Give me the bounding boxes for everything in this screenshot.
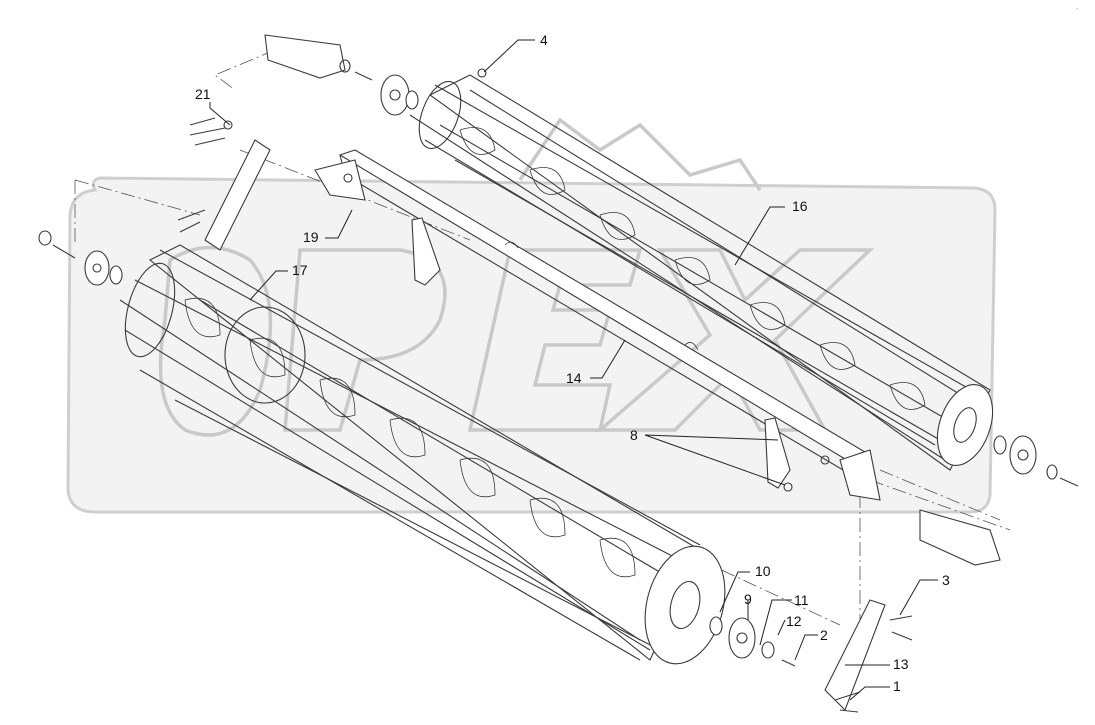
top-mount-plate [264,34,346,79]
callout-19: 19 [303,229,319,245]
callout-9: 9 [744,591,752,607]
callout-12: 12 [786,613,802,629]
opex-watermark [66,117,997,514]
callout-14: 14 [566,370,582,386]
callout-16: 16 [792,198,808,214]
callout-1: 1 [893,678,901,694]
callout-10: 10 [755,563,771,579]
beam-bracket-2 [764,417,791,489]
lower-roller [119,244,726,665]
callout-11: 11 [794,592,809,608]
callout-21: 21 [195,86,211,102]
callout-8: 8 [630,427,638,443]
right-mount-plate [919,509,1001,566]
upper-roller [409,74,994,471]
callout-17: 17 [292,262,308,278]
callout-4: 4 [540,32,548,48]
side-brackets [204,34,1001,711]
frame-beam [314,149,881,501]
hardware [38,59,1079,713]
callout-labels: 4 21 16 19 17 14 8 10 9 11 12 2 3 13 1 [195,32,950,694]
beam-end-plate-right [839,449,881,501]
callout-3: 3 [942,572,950,588]
callout-13: 13 [893,656,909,672]
corner-mark: . [1076,2,1078,11]
watermark-circle [224,306,306,404]
callout-2: 2 [820,627,828,643]
right-arm-bracket [824,599,886,711]
left-arm-bracket [204,139,271,251]
alignment-lines [74,49,1011,640]
leader-lines [209,39,938,701]
beam-end-plate-left [314,159,366,201]
beam-bracket-1 [411,217,441,286]
